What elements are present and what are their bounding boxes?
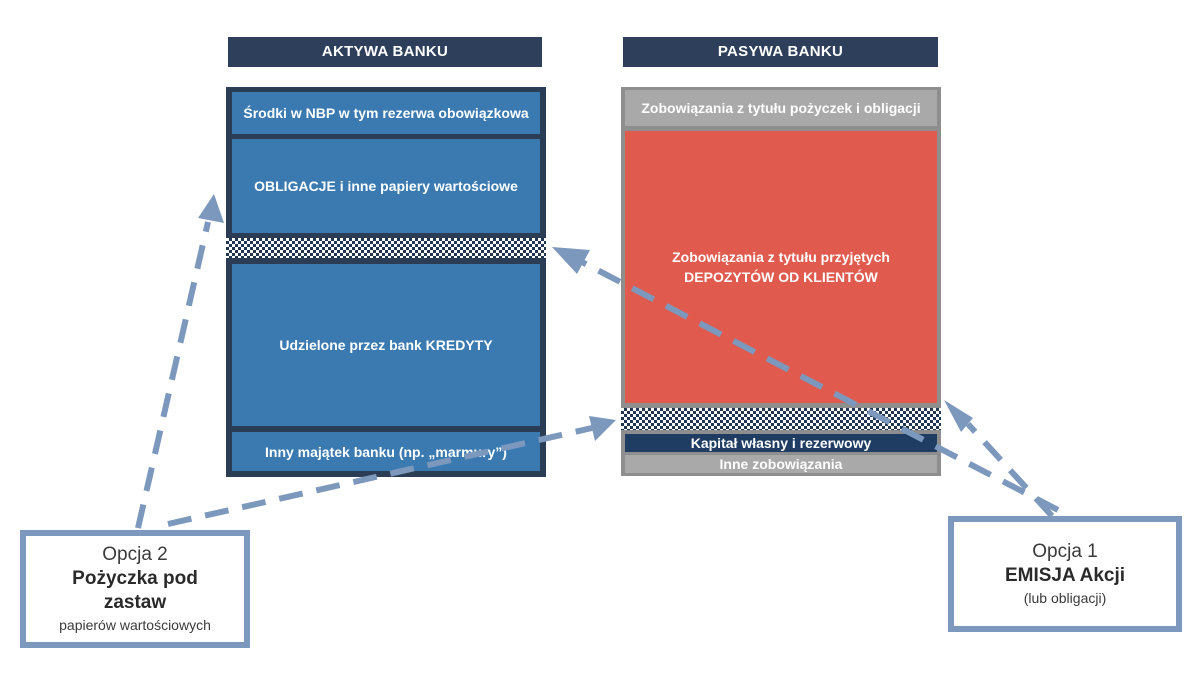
liabilities-header: PASYWA BANKU: [623, 37, 938, 67]
arrow-option1-to-assets: [580, 259, 1060, 513]
arrowhead-assets: [552, 247, 590, 274]
deposits-text-line2: DEPOZYTÓW OD KLIENTÓW: [684, 269, 878, 285]
other-property-block: Inny majątek banku (np. „marmury”): [232, 432, 540, 471]
assets-pattern-strip: [226, 238, 546, 258]
arrow-option2-to-liabilities: [167, 425, 593, 527]
option2-title-line1: Pożyczka pod: [72, 568, 198, 589]
option2-note: papierów wartościowych: [59, 617, 211, 633]
option1-box: Opcja 1 EMISJA Akcji (lub obligacji): [948, 516, 1182, 632]
arrow-option2-to-bonds: [135, 221, 211, 529]
nbp-reserves-block: Środki w NBP w tym rezerwa obowiązkowa: [232, 92, 540, 134]
deposits-text-line1: Zobowiązania z tytułu przyjętych: [672, 249, 890, 265]
loans-bonds-liabilities-block: Zobowiązania z tytułu pożyczek i obligac…: [625, 90, 937, 126]
loans-block: Udzielone przez bank KREDYTY: [232, 264, 540, 426]
option2-title-line2: zastaw: [103, 592, 167, 613]
option1-title: EMISJA Akcji: [1004, 565, 1126, 586]
liabilities-pattern-strip: [621, 408, 941, 430]
option2-box: Opcja 2 Pożyczka pod zastaw papierów war…: [20, 530, 250, 648]
option2-label: Opcja 2: [102, 544, 168, 565]
arrow-option1-to-equity: [965, 421, 1055, 519]
assets-header: AKTYWA BANKU: [228, 37, 542, 67]
arrowhead-liabilities: [589, 416, 616, 441]
deposits-block: Zobowiązania z tytułu przyjętych DEPOZYT…: [625, 131, 937, 403]
other-liabilities-block: Inne zobowiązania: [625, 455, 937, 473]
arrowhead-bonds: [198, 194, 224, 223]
option1-note: (lub obligacji): [1023, 590, 1107, 606]
equity-block: Kapitał własny i rezerwowy: [625, 434, 937, 452]
option1-label: Opcja 1: [1032, 541, 1098, 562]
bonds-block: OBLIGACJE i inne papiery wartościowe: [232, 139, 540, 233]
arrowhead-equity: [944, 400, 973, 432]
